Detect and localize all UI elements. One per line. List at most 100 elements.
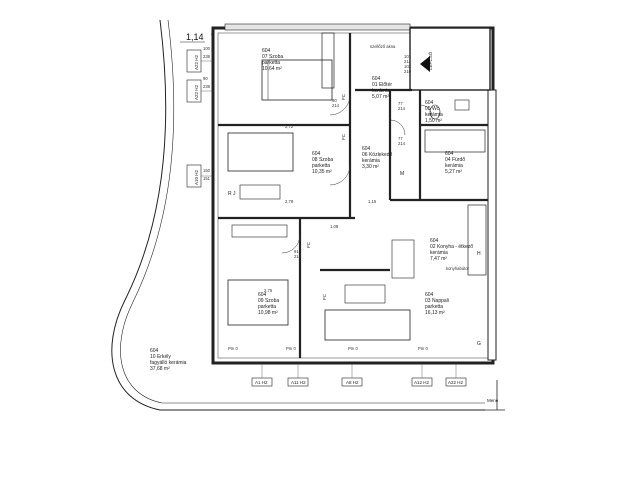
- room-label-08: 604 08 Szoba parketta 10,35 m²: [312, 151, 333, 175]
- svg-text:08 Szoba: 08 Szoba: [312, 157, 333, 163]
- top-dimension-label: 1,14: [186, 32, 204, 42]
- room-label-10: 604 10 Erkély fagyálló kerámia 37,68 m²: [150, 348, 187, 372]
- svg-text:02 Konyha - étkező: 02 Konyha - étkező: [430, 244, 473, 250]
- svg-text:5,27 m²: 5,27 m²: [445, 169, 462, 175]
- svg-text:09 Szoba: 09 Szoba: [258, 298, 279, 304]
- right-wall-thick: [487, 89, 497, 361]
- fc-label: FC: [322, 293, 327, 300]
- sill-height: 151: [203, 176, 211, 181]
- svg-text:kerámia: kerámia: [425, 112, 443, 118]
- bed-08: [227, 132, 294, 172]
- hood-label: H: [477, 251, 481, 257]
- svg-text:5,07 m²: 5,07 m²: [372, 94, 389, 100]
- door-dim: 210: [404, 69, 412, 74]
- svg-text:04 Fürdő: 04 Fürdő: [445, 157, 465, 163]
- svg-text:parketta: parketta: [312, 163, 330, 169]
- parapet-label: Pm 0: [418, 346, 428, 351]
- svg-text:37,68 m²: 37,68 m²: [150, 366, 170, 372]
- door-dim: 214: [332, 103, 340, 108]
- svg-text:parketta: parketta: [425, 304, 443, 310]
- elevator-label: G: [477, 341, 481, 347]
- room-label-06: 604 06 Közlekedő kerámia 3,30 m²: [362, 146, 393, 170]
- svg-text:01 Előtér: 01 Előtér: [372, 82, 392, 88]
- svg-text:604: 604: [425, 292, 434, 298]
- svg-text:604: 604: [312, 151, 321, 157]
- door-dim: 90: [332, 98, 337, 103]
- window-tag: A1 H2: [255, 380, 268, 385]
- window-tag: A22 H2: [194, 84, 199, 100]
- door-dim: 77: [398, 101, 403, 106]
- svg-text:604: 604: [258, 292, 267, 298]
- width-dim: 2,72: [285, 124, 294, 129]
- balcony-curve-outer: [111, 19, 485, 411]
- svg-text:03 Nappali: 03 Nappali: [425, 298, 449, 304]
- width-dim: 1,08: [330, 224, 339, 229]
- svg-text:7,47 m²: 7,47 m²: [430, 256, 447, 262]
- svg-text:06 Közlekedő: 06 Közlekedő: [362, 152, 393, 158]
- window-tag: A22 H2: [194, 54, 199, 70]
- fc-label: FC: [306, 241, 311, 248]
- svg-text:604: 604: [362, 146, 371, 152]
- door-dim: 101: [404, 54, 412, 59]
- fc-label: FC: [341, 133, 346, 140]
- svg-text:10,64 m²: 10,64 m²: [262, 66, 282, 72]
- svg-text:10,98 m²: 10,98 m²: [258, 310, 278, 316]
- door-dim: 214: [404, 59, 412, 64]
- svg-text:16,13 m²: 16,13 m²: [425, 310, 445, 316]
- svg-text:kerámia: kerámia: [362, 158, 380, 164]
- sill-height: 238: [203, 84, 211, 89]
- room-label-07: 604 07 Szoba parketta 10,64 m²: [262, 48, 283, 72]
- svg-text:kerámia: kerámia: [430, 250, 448, 256]
- svg-text:parketta: parketta: [262, 60, 280, 66]
- sink: [454, 99, 470, 111]
- sill-height: 100: [203, 46, 211, 51]
- parapet-label: Pm 0: [286, 346, 296, 351]
- room-label-03: 604 03 Nappali parketta 16,13 m²: [425, 292, 449, 316]
- svg-text:604: 604: [430, 238, 439, 244]
- edge-label: Mene: [487, 398, 499, 403]
- window-tag: A12 H2: [414, 380, 430, 385]
- svg-text:3,30 m²: 3,30 m²: [362, 164, 379, 170]
- svg-text:1,50 m²: 1,50 m²: [425, 118, 442, 124]
- svg-text:05 Wc: 05 Wc: [425, 106, 440, 112]
- window-tag: A11 H2: [291, 380, 306, 385]
- bed-07: [261, 59, 333, 101]
- svg-text:604: 604: [425, 100, 434, 106]
- window-leader-lines: [201, 60, 457, 378]
- door-swings: [281, 94, 433, 254]
- door-dim: 102: [404, 64, 412, 69]
- svg-text:fagyálló kerámia: fagyálló kerámia: [150, 360, 187, 366]
- room-label-09: 604 09 Szoba parketta 10,98 m²: [258, 292, 279, 316]
- width-dim: 1,15: [368, 199, 377, 204]
- parapet-label: Pm 0: [348, 346, 358, 351]
- width-dim: 2,75: [264, 288, 273, 293]
- door-dim: 77: [398, 136, 403, 141]
- top-wall-strip: [224, 23, 411, 31]
- svg-text:604: 604: [150, 348, 159, 354]
- wc-bowl: [429, 104, 441, 120]
- svg-text:604: 604: [445, 151, 454, 157]
- window-tag: A10 H2: [194, 169, 199, 185]
- svg-text:07 Szoba: 07 Szoba: [262, 54, 283, 60]
- duct-label: szellőző akna: [370, 44, 396, 49]
- width-dim: 2,78: [285, 199, 294, 204]
- svg-text:604: 604: [372, 76, 381, 82]
- bed-09: [227, 279, 289, 326]
- room-label-01: 604 01 Előtér kerámia 5,07 m²: [372, 76, 392, 100]
- sill-height: 90: [203, 76, 208, 81]
- fridge-label: M: [400, 171, 404, 177]
- window-tag: A8 H2: [346, 380, 359, 385]
- sofa: [324, 309, 411, 341]
- door-dim: 214: [294, 254, 302, 259]
- sill-height: 150: [203, 168, 211, 173]
- parapet-label: Pm 0: [228, 346, 238, 351]
- window-tag: A22 H2: [448, 380, 464, 385]
- dining-table: [391, 239, 415, 279]
- wardrobe-07: [321, 32, 335, 89]
- fc-label: FC: [341, 93, 346, 100]
- bathtub: [424, 129, 486, 153]
- door-dim: 214: [398, 106, 406, 111]
- door-dim: 91: [294, 249, 299, 254]
- desk-08: [239, 184, 281, 200]
- coffee-table: [344, 284, 386, 304]
